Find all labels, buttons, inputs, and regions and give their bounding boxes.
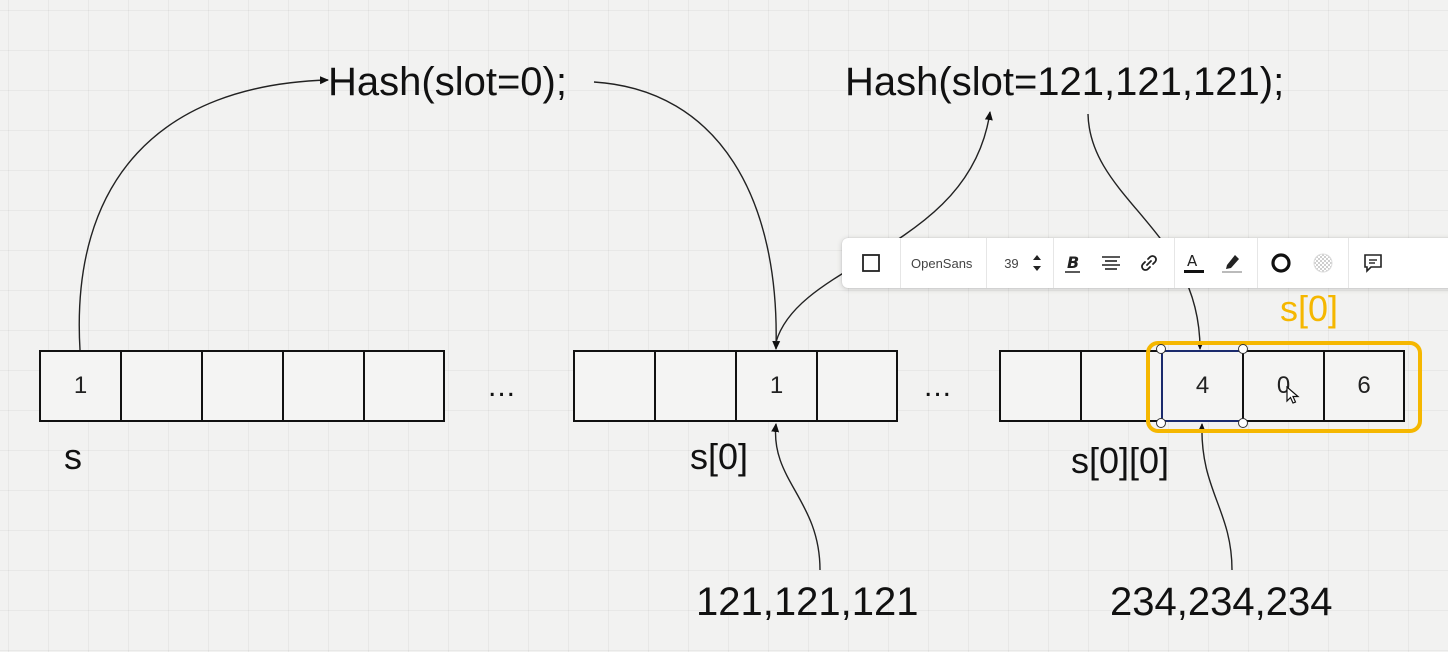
arrow-value-middle-to-cell[interactable]	[771, 423, 821, 571]
array-left-cell[interactable]: 1	[39, 350, 122, 422]
array-left-cell[interactable]	[201, 350, 284, 422]
array-middle-cell[interactable]	[816, 350, 898, 422]
shape-square-icon[interactable]	[842, 238, 900, 288]
toolbar-separator	[1257, 238, 1259, 288]
toolbar-separator	[1348, 238, 1350, 288]
font-size-stepper[interactable]: 39	[987, 238, 1043, 288]
bold-icon[interactable]: B	[1054, 238, 1092, 288]
selection-frame[interactable]	[1146, 341, 1422, 433]
toolbar-separator	[1053, 238, 1055, 288]
ellipsis-2[interactable]: ...	[924, 370, 953, 403]
resize-handle-bottom-left[interactable]	[1156, 418, 1166, 428]
border-circle-icon[interactable]	[1258, 238, 1304, 288]
hash-right-label[interactable]: Hash(slot=121,121,121);	[845, 60, 1285, 104]
fill-transparent-icon[interactable]	[1304, 238, 1342, 288]
font-family-select[interactable]: OpenSans	[901, 238, 986, 288]
array-left-cell[interactable]	[282, 350, 365, 422]
array-middle-cell[interactable]	[573, 350, 656, 422]
array-left-cell[interactable]	[120, 350, 203, 422]
font-family-value: OpenSans	[911, 255, 973, 271]
s0-selected-label[interactable]: s[0]	[1280, 288, 1339, 329]
resize-handle-top-left[interactable]	[1156, 344, 1166, 354]
format-toolbar: OpenSans 39 B A	[842, 238, 1448, 288]
resize-handle-top-right[interactable]	[1238, 344, 1248, 354]
font-size-value: 39	[1004, 255, 1019, 271]
value-middle-label[interactable]: 121,121,121	[696, 580, 919, 624]
s-label[interactable]: s	[64, 436, 82, 477]
value-right-label[interactable]: 234,234,234	[1110, 580, 1333, 624]
comment-icon[interactable]	[1349, 238, 1397, 288]
svg-text:B: B	[1067, 253, 1079, 272]
s0-middle-label[interactable]: s[0]	[690, 436, 749, 477]
stepper-arrows-icon[interactable]	[1031, 251, 1043, 275]
resize-handle-bottom-right[interactable]	[1238, 418, 1248, 428]
arrow-value-right-to-cell[interactable]	[1197, 423, 1233, 571]
arrow-hash-right-to-selected-cell[interactable]	[1087, 113, 1204, 350]
toolbar-separator	[1174, 238, 1176, 288]
array-right-cell[interactable]	[999, 350, 1082, 422]
array-selected-cell[interactable]: 6	[1323, 350, 1405, 422]
hash-left-label[interactable]: Hash(slot=0);	[328, 60, 567, 104]
arrow-hash-left-to-middle-cell[interactable]	[593, 81, 781, 350]
mouse-cursor-icon	[1286, 386, 1300, 404]
arrow-s-to-hash-left[interactable]	[78, 76, 329, 351]
toolbar-separator	[986, 238, 988, 288]
ellipsis-1[interactable]: ...	[488, 370, 517, 403]
array-left-cell[interactable]	[363, 350, 445, 422]
highlighter-icon[interactable]	[1213, 238, 1251, 288]
svg-text:A: A	[1187, 252, 1198, 270]
arrow-middle-cell-to-hash-right[interactable]	[775, 111, 993, 343]
text-color-icon[interactable]: A	[1175, 238, 1213, 288]
array-middle-cell[interactable]	[654, 350, 737, 422]
s00-right-label[interactable]: s[0][0]	[1071, 440, 1170, 481]
array-middle-cell[interactable]: 1	[735, 350, 818, 422]
link-icon[interactable]	[1130, 238, 1168, 288]
toolbar-separator	[900, 238, 901, 288]
array-selected-cell[interactable]: 0	[1242, 350, 1325, 422]
align-icon[interactable]	[1092, 238, 1130, 288]
